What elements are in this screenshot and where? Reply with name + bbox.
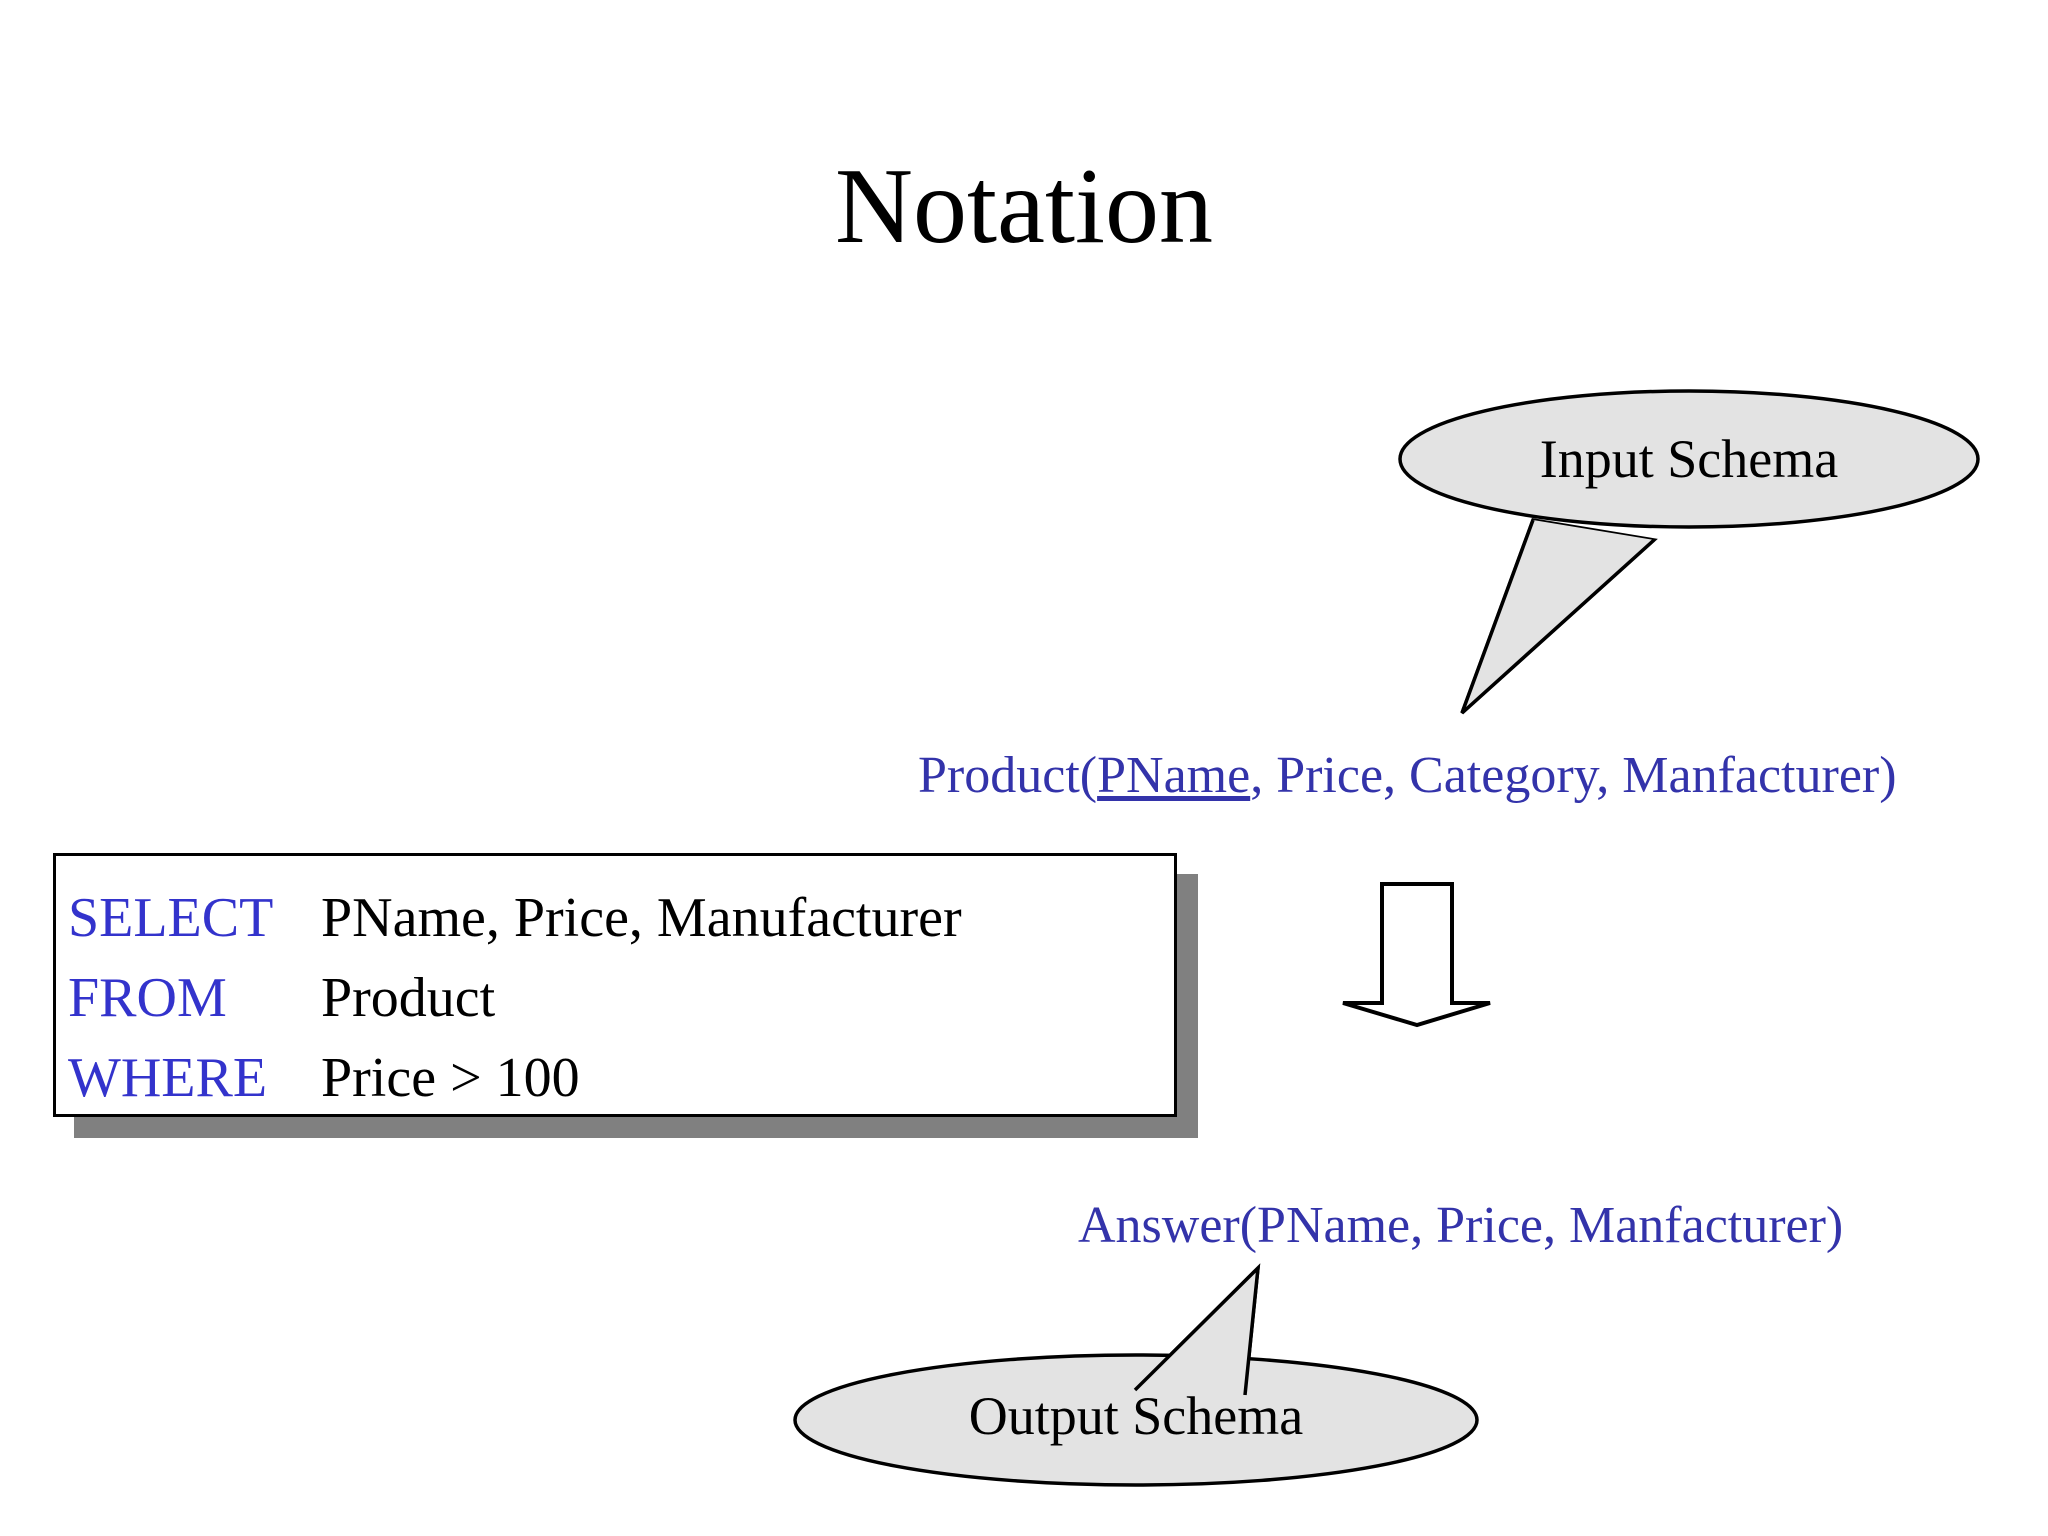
input-schema-relation: Product(PName, Price, Category, Manfactu… [918, 750, 1897, 802]
page-title: Notation [835, 147, 1213, 266]
sql-body-where: Price > 100 [321, 1047, 580, 1109]
output-schema-callout[interactable] [793, 1263, 1479, 1487]
sql-line-select: SELECT PName, Price, Manufacturer [56, 878, 1174, 958]
sql-line-where: WHERE Price > 100 [56, 1038, 1174, 1118]
sql-line-from: FROM Product [56, 958, 1174, 1038]
input-schema-key-attribute: PName [1097, 747, 1251, 804]
output-schema-callout-tail-outline [1133, 1263, 1261, 1396]
sql-body-from: Product [321, 967, 496, 1029]
output-schema-relation: Answer(PName, Price, Manfacturer) [1078, 1197, 1844, 1254]
sql-query-text: SELECT PName, Price, Manufacturer FROM Pro… [56, 856, 1174, 1114]
sql-query-box[interactable]: SELECT PName, Price, Manufacturer FROM Pro… [53, 853, 1177, 1117]
input-schema-callout-bubble [1398, 389, 1980, 529]
input-schema-rest-attributes: , Price, Category, Manfacturer) [1250, 747, 1897, 804]
input-schema-callout-tail-outline [1460, 519, 1656, 715]
output-schema-callout-bubble [793, 1353, 1479, 1487]
output-schema-label: Output Schema [968, 1386, 1304, 1446]
sql-keyword-where: WHERE [68, 1047, 268, 1109]
sql-body-select: PName, Price, Manufacturer [321, 887, 962, 949]
input-schema-relation-name: Product [918, 747, 1080, 804]
down-arrow-icon [1342, 882, 1491, 1028]
input-schema-label: Input Schema [1539, 429, 1839, 489]
sql-keyword-from: FROM [68, 967, 227, 1029]
down-arrow [1342, 882, 1491, 1028]
input-schema-open-paren: ( [1079, 747, 1098, 804]
sql-keyword-select: SELECT [68, 887, 274, 949]
input-schema-callout[interactable] [1398, 389, 1980, 715]
